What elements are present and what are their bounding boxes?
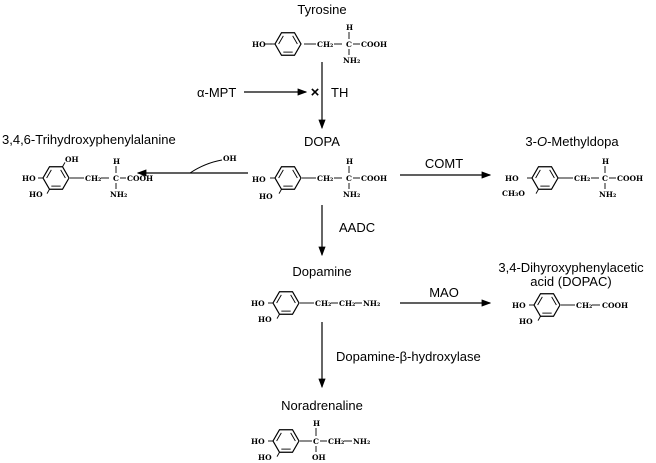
- atom-oh: OH: [65, 155, 79, 164]
- atom-c: C: [602, 174, 608, 183]
- double-bond: [278, 35, 284, 45]
- atom-cooh: COOH: [617, 174, 643, 183]
- enzyme-aadc: AADC: [339, 220, 375, 235]
- atom-c: C: [113, 174, 119, 183]
- atom-ch2: CH₂: [317, 174, 333, 183]
- atom-c: C: [313, 437, 319, 446]
- compound-dopa: DOPA HO HO CH₂ C H NH₂ COOH: [252, 134, 387, 201]
- atom-h: H: [113, 157, 120, 166]
- atom-ho: HO: [519, 317, 533, 326]
- double-bond: [537, 296, 543, 306]
- compound-noradrenaline: Noradrenaline HO HO C H OH CH₂ NH₂: [251, 398, 370, 462]
- atom-ch2: CH₂: [315, 299, 331, 308]
- atom-nh2: NH₂: [110, 190, 127, 199]
- hydroxyl-curve: [189, 159, 223, 174]
- substituent-bond: [276, 314, 280, 319]
- noradrenaline-label: Noradrenaline: [281, 398, 363, 413]
- atom-ho: HO: [258, 453, 272, 462]
- double-bond: [290, 294, 296, 304]
- double-bond: [535, 169, 541, 179]
- atom-nh2: NH₂: [353, 437, 370, 446]
- atom-nh2: NH₂: [343, 190, 360, 199]
- atom-ho: HO: [22, 174, 36, 183]
- substituent-bond: [278, 189, 282, 194]
- atom-c: C: [346, 40, 352, 49]
- atom-ho: HO: [512, 301, 526, 310]
- atom-ch2: CH₂: [574, 174, 590, 183]
- atom-ho: HO: [251, 299, 265, 308]
- substituent-bond: [537, 316, 541, 321]
- atom-nh2: NH₂: [343, 56, 360, 65]
- double-bond: [276, 432, 282, 442]
- dopamine-label: Dopamine: [292, 264, 351, 279]
- dopac-label-line1: 3,4-Dihyroxyphenylacetic: [498, 260, 644, 275]
- dopa-label: DOPA: [304, 134, 340, 149]
- atom-ho: HO: [251, 437, 265, 446]
- atom-ho: HO: [29, 190, 43, 199]
- atom-ho: HO: [252, 175, 266, 184]
- atom-oh: OH: [312, 453, 326, 462]
- double-bond: [549, 169, 555, 179]
- compound-dopac: 3,4-Dihyroxyphenylacetic acid (DOPAC) HO…: [498, 260, 644, 326]
- compound-dopamine: Dopamine HO HO CH₂ CH₂ NH₂: [251, 264, 380, 324]
- inhibitor-label: α-MPT: [197, 85, 236, 100]
- atom-cooh: COOH: [361, 40, 387, 49]
- atom-cooh: COOH: [361, 174, 387, 183]
- benzene-rings: [38, 32, 561, 457]
- atom-h: H: [602, 157, 609, 166]
- atom-cooh: COOH: [127, 174, 153, 183]
- enzyme-mao: MAO: [429, 285, 459, 300]
- trihydroxy-label: 3,4,6-Trihydroxyphenylalanine: [2, 132, 176, 147]
- substituent-bond: [46, 189, 50, 194]
- atom-ho: HO: [505, 174, 519, 183]
- enzyme-comt: COMT: [425, 156, 463, 171]
- enzyme-th: TH: [331, 85, 348, 100]
- double-bond: [60, 169, 66, 179]
- dopac-label-line2: acid (DOPAC): [530, 274, 611, 289]
- substituent-bond: [276, 452, 280, 457]
- atom-cooh: COOH: [602, 301, 628, 310]
- compound-trihydroxyphenylalanine: 3,4,6-Trihydroxyphenylalanine HO HO OH C…: [2, 132, 176, 199]
- double-bond: [292, 35, 298, 45]
- compound-tyrosine: Tyrosine HO CH₂ C H NH₂ COOH: [252, 2, 387, 65]
- atom-nh2: NH₂: [599, 190, 616, 199]
- atom-c: C: [346, 174, 352, 183]
- tyrosine-label: Tyrosine: [297, 2, 346, 17]
- block-mark: ×: [311, 84, 320, 101]
- atom-nh2: NH₂: [363, 299, 380, 308]
- atom-ho: HO: [259, 192, 273, 201]
- hydroxyl-label: OH: [223, 154, 237, 163]
- double-bond: [278, 169, 284, 179]
- double-bond: [551, 296, 557, 306]
- atom-ch2: CH₂: [328, 437, 344, 446]
- atom-ch2: CH₂: [317, 40, 333, 49]
- atom-ho: HO: [252, 40, 266, 49]
- double-bond: [292, 169, 298, 179]
- atom-ch3o: CH₃O: [502, 189, 525, 198]
- atom-ho: HO: [258, 315, 272, 324]
- methyldopa-label: 3-O-Methyldopa: [525, 134, 619, 149]
- double-bond: [46, 169, 52, 179]
- atom-h: H: [346, 23, 353, 32]
- enzyme-dbh: Dopamine-β-hydroxylase: [336, 349, 481, 364]
- compound-3-o-methyldopa: 3-O-Methyldopa HO CH₃O CH₂ C H NH₂ COOH: [502, 134, 643, 199]
- atom-ch2: CH₂: [85, 174, 101, 183]
- substituent-bond: [62, 162, 66, 167]
- atom-h: H: [346, 157, 353, 166]
- substituent-bond: [535, 189, 539, 194]
- atom-ch2: CH₂: [339, 299, 355, 308]
- atom-ch2: CH₂: [576, 301, 592, 310]
- double-bond: [276, 294, 282, 304]
- atom-h: H: [313, 419, 320, 428]
- double-bond: [290, 432, 296, 442]
